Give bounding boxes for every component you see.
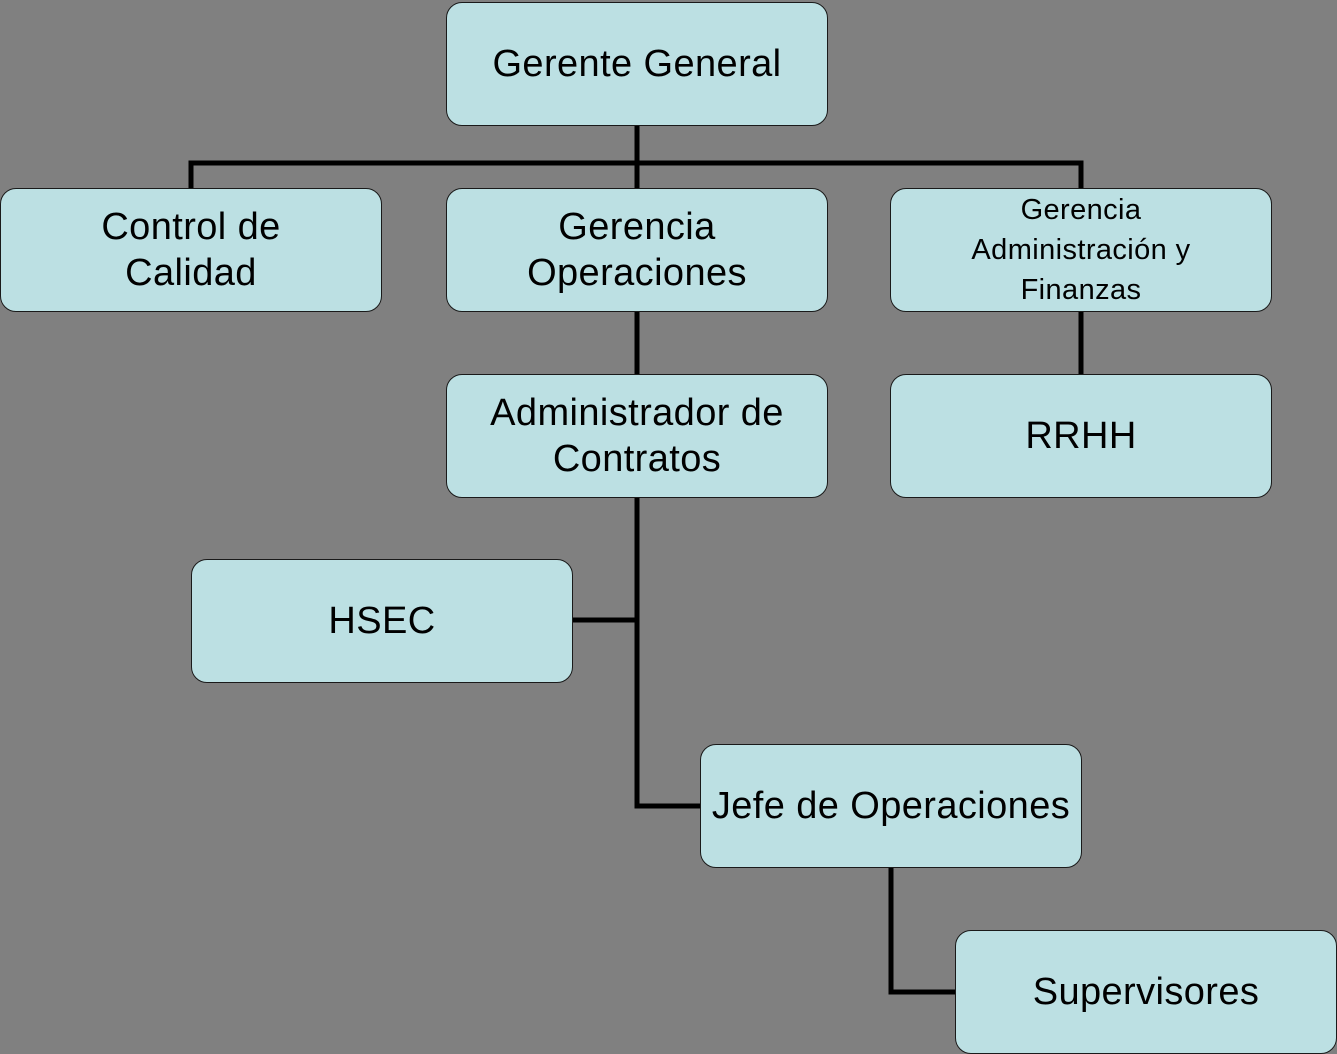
node-gerente-general-label: Gerente General xyxy=(492,43,782,85)
node-gerencia-operaciones: Gerencia Operaciones xyxy=(446,188,828,312)
node-gerencia-admin-finanzas: Gerencia Administración y Finanzas xyxy=(890,188,1272,312)
node-administrador-contratos: Administrador de Contratos xyxy=(446,374,828,498)
node-rrhh: RRHH xyxy=(890,374,1272,498)
node-jefe-operaciones-label: Jefe de Operaciones xyxy=(711,785,1071,827)
node-control-calidad: Control de Calidad xyxy=(0,188,382,312)
node-supervisores-label: Supervisores xyxy=(1032,971,1260,1013)
node-supervisores: Supervisores xyxy=(955,930,1337,1054)
node-gerencia-operaciones-label: Gerencia Operaciones xyxy=(527,206,747,294)
node-hsec-label: HSEC xyxy=(328,600,436,642)
node-jefe-operaciones: Jefe de Operaciones xyxy=(700,744,1082,868)
node-rrhh-label: RRHH xyxy=(1025,415,1137,457)
node-hsec: HSEC xyxy=(191,559,573,683)
node-gerente-general: Gerente General xyxy=(446,2,828,126)
node-administrador-contratos-label: Administrador de Contratos xyxy=(490,392,784,480)
node-gerencia-admin-finanzas-label: Gerencia Administración y Finanzas xyxy=(971,194,1191,306)
node-control-calidad-label: Control de Calidad xyxy=(101,206,281,294)
